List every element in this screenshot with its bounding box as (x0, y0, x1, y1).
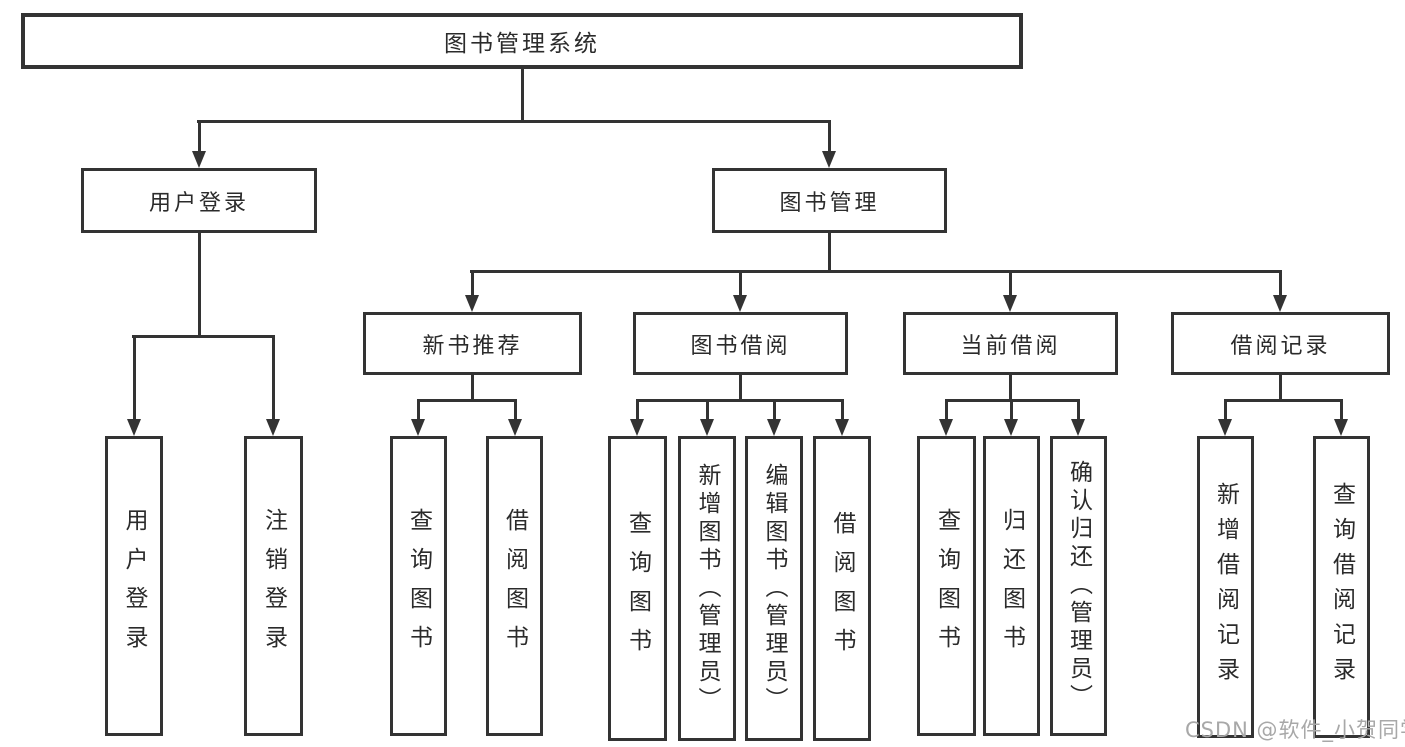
connector-line (1009, 271, 1012, 296)
connector-line (636, 400, 639, 420)
connector-line (471, 271, 474, 296)
node-bb-add-books-admin: 新增图书（管理员） (678, 436, 736, 741)
node-bb-borrow-books: 借阅图书 (813, 436, 871, 741)
node-new-book-recommend: 新书推荐 (363, 312, 582, 375)
connector-line (1224, 399, 1343, 402)
node-book-borrow: 图书借阅 (633, 312, 848, 375)
connector-line (1077, 400, 1080, 420)
connector-line (272, 336, 275, 420)
node-nbr-query-books: 查询图书 (390, 436, 447, 736)
connector-line (1340, 400, 1343, 420)
node-user-login-leaf: 用户登录 (105, 436, 163, 736)
connector-line (773, 400, 776, 420)
node-borrow-records: 借阅记录 (1171, 312, 1390, 375)
connector-line (471, 375, 474, 402)
node-logout: 注销登录 (244, 436, 303, 736)
arrowhead-down-icon (127, 419, 141, 436)
node-book-management: 图书管理 (712, 168, 947, 233)
connector-line (132, 335, 275, 338)
arrowhead-down-icon (733, 295, 747, 312)
arrowhead-down-icon (1273, 295, 1287, 312)
connector-line (198, 121, 201, 152)
connector-line (470, 270, 1282, 273)
arrowhead-down-icon (767, 419, 781, 436)
arrowhead-down-icon (630, 419, 644, 436)
connector-line (1279, 375, 1282, 402)
arrowhead-down-icon (1218, 419, 1232, 436)
node-user-login: 用户登录 (81, 168, 317, 233)
connector-line (739, 271, 742, 296)
arrowhead-down-icon (822, 151, 836, 168)
node-cb-return-books: 归还图书 (983, 436, 1040, 736)
arrowhead-down-icon (835, 419, 849, 436)
arrowhead-down-icon (508, 419, 522, 436)
arrowhead-down-icon (1071, 419, 1085, 436)
arrowhead-down-icon (1334, 419, 1348, 436)
connector-line (1010, 400, 1013, 420)
node-br-add-record: 新增借阅记录 (1197, 436, 1254, 738)
connector-line (945, 399, 1080, 402)
connector-line (133, 336, 136, 420)
csdn-watermark: CSDN @软件_小贺同学 (1185, 718, 1405, 742)
connector-line (198, 233, 201, 338)
connector-line (514, 400, 517, 420)
node-cb-query-books: 查询图书 (917, 436, 976, 736)
connector-line (1279, 271, 1282, 296)
arrowhead-down-icon (411, 419, 425, 436)
connector-line (417, 399, 517, 402)
node-bb-edit-books-admin: 编辑图书（管理员） (745, 436, 803, 741)
node-current-borrow: 当前借阅 (903, 312, 1118, 375)
connector-line (1224, 400, 1227, 420)
node-nbr-borrow-books: 借阅图书 (486, 436, 543, 736)
node-library-management-system: 图书管理系统 (21, 13, 1023, 69)
connector-line (1009, 375, 1012, 402)
node-br-query-record: 查询借阅记录 (1313, 436, 1370, 738)
connector-line (739, 375, 742, 402)
arrowhead-down-icon (700, 419, 714, 436)
arrowhead-down-icon (1004, 419, 1018, 436)
arrowhead-down-icon (939, 419, 953, 436)
node-cb-confirm-return-admin: 确认归还（管理员） (1050, 436, 1107, 736)
connector-line (197, 120, 831, 123)
connector-line (521, 69, 524, 122)
connector-line (841, 400, 844, 420)
connector-line (706, 400, 709, 420)
connector-line (636, 399, 844, 402)
connector-line (828, 233, 831, 273)
connector-line (828, 121, 831, 152)
connector-line (417, 400, 420, 420)
arrowhead-down-icon (465, 295, 479, 312)
arrowhead-down-icon (192, 151, 206, 168)
arrowhead-down-icon (266, 419, 280, 436)
connector-line (945, 400, 948, 420)
arrowhead-down-icon (1003, 295, 1017, 312)
node-bb-query-books: 查询图书 (608, 436, 667, 741)
